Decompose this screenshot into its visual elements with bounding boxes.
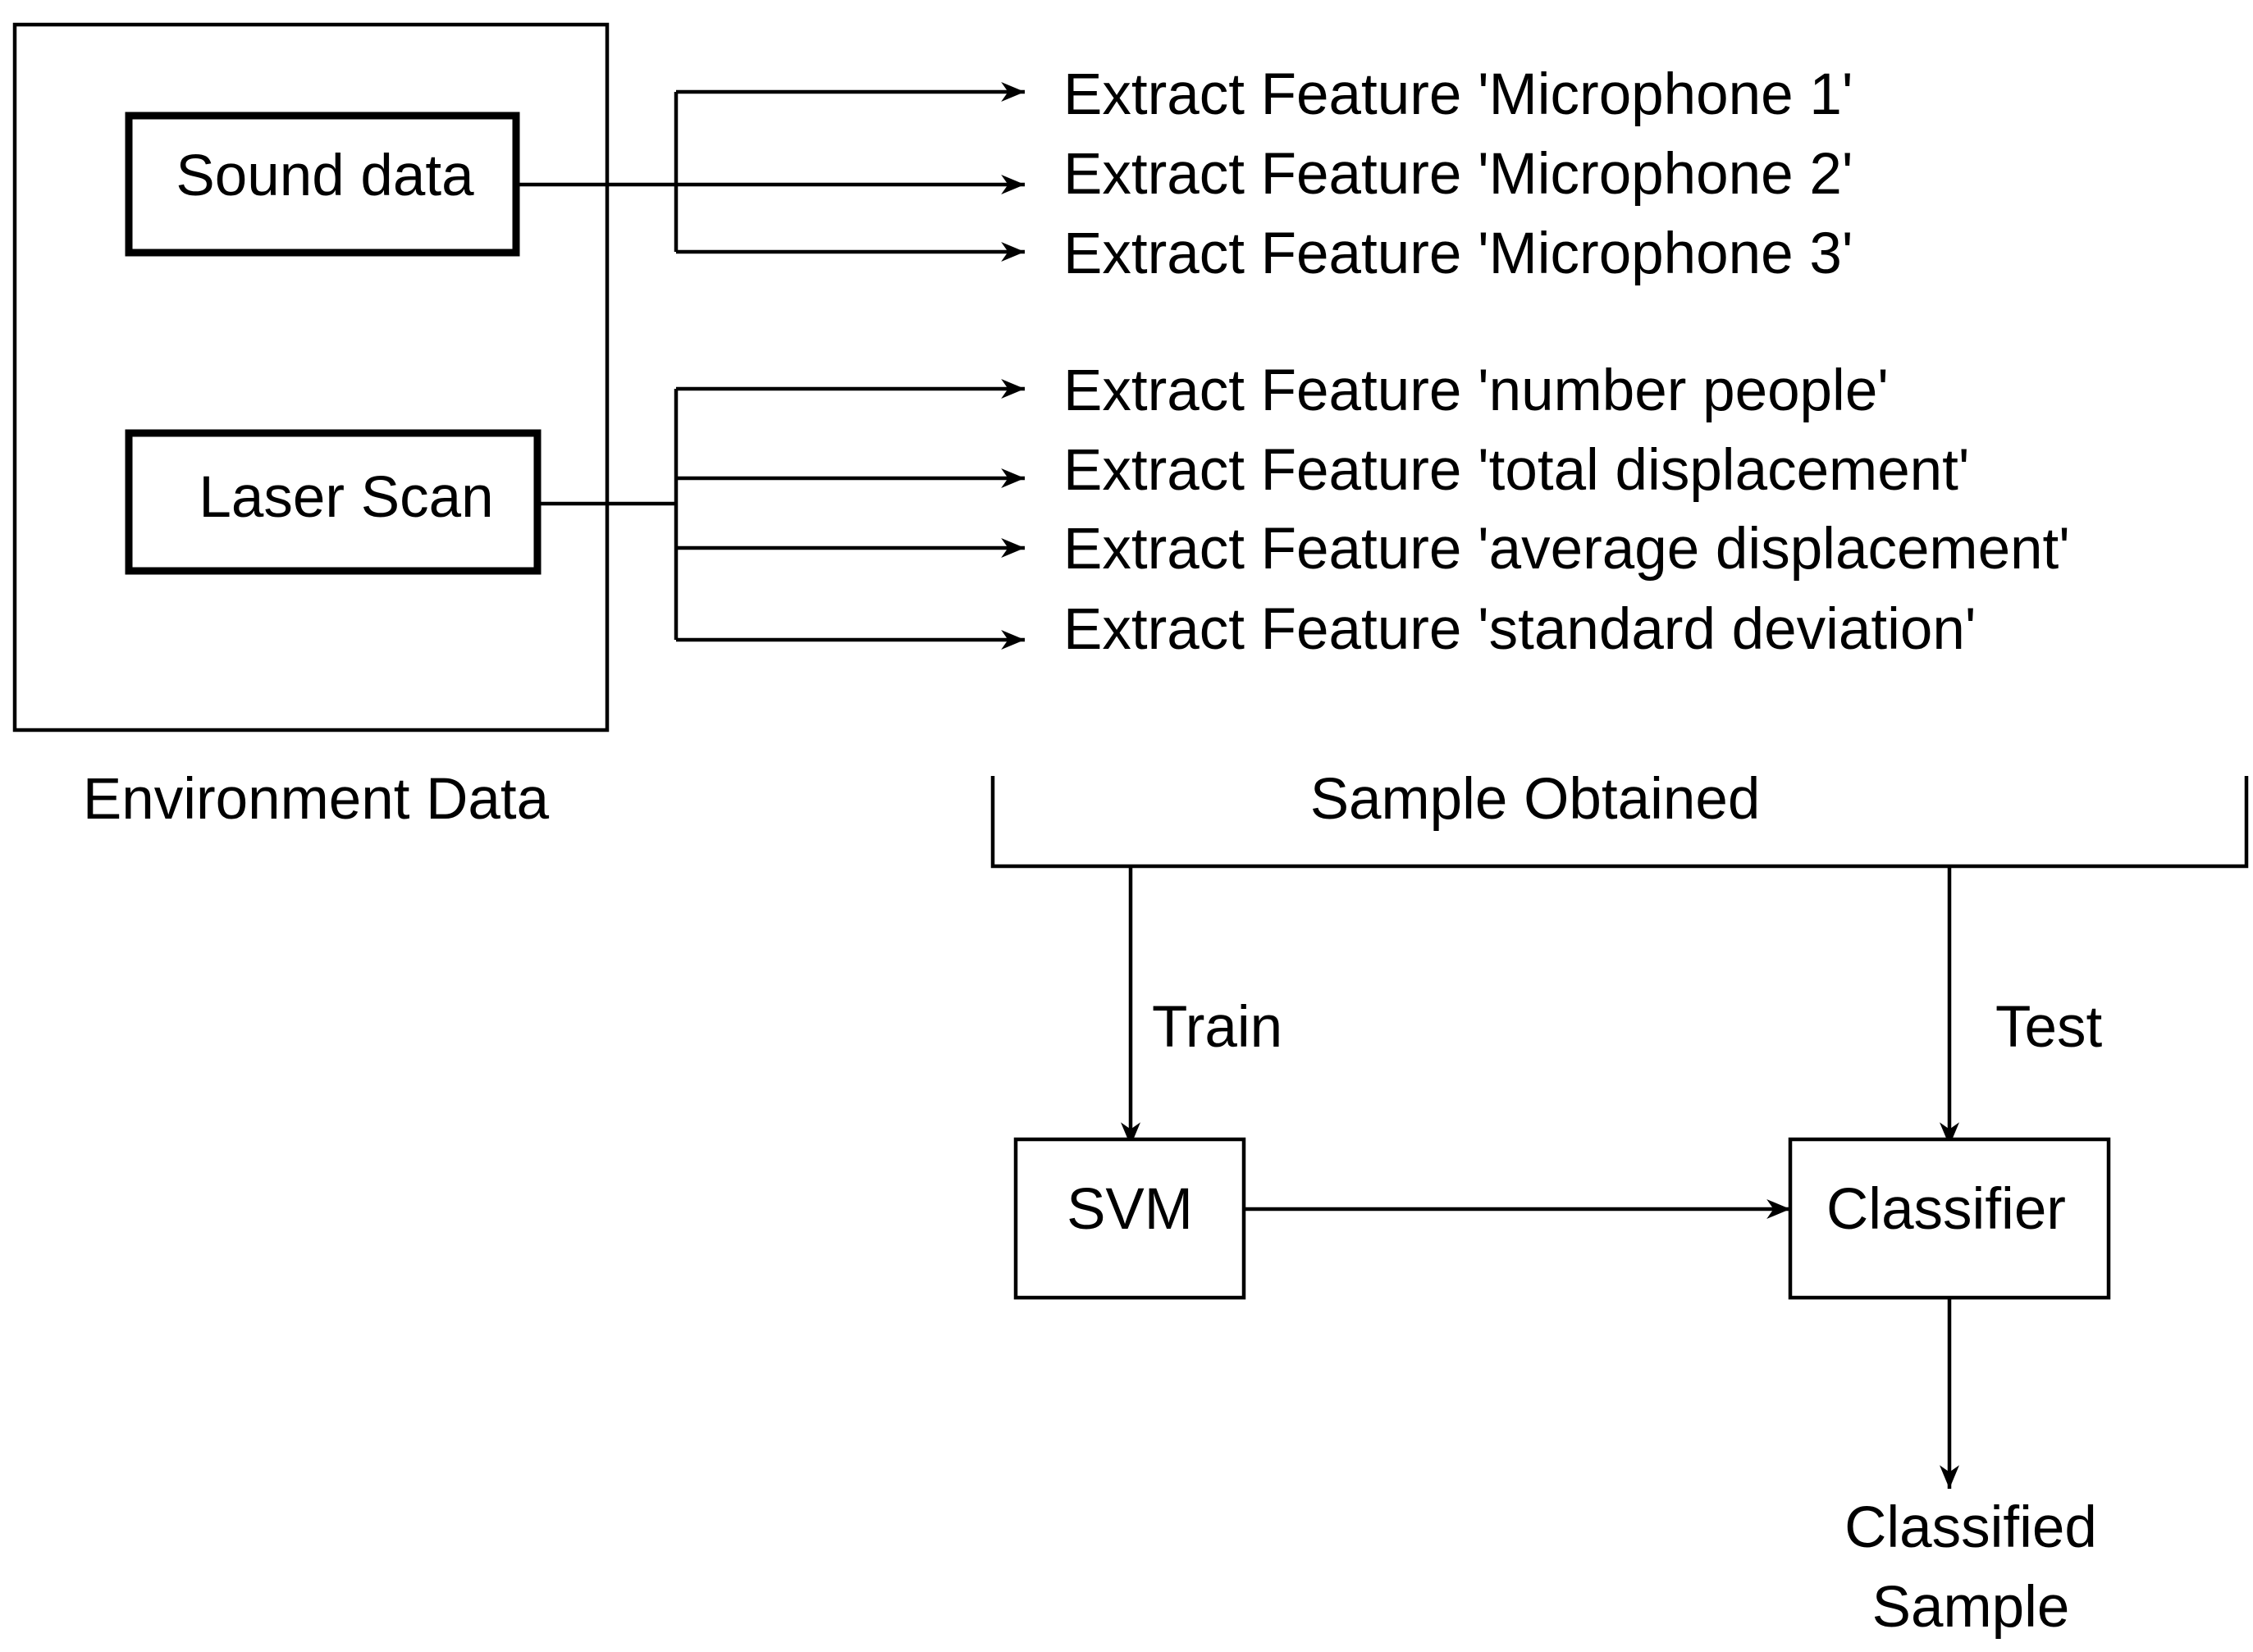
classified-sample-line1: Classified	[1844, 1495, 2097, 1560]
laser-scan-box	[125, 429, 542, 575]
feature-microphone-2: Extract Feature 'Microphone 2'	[1063, 142, 1853, 207]
test-label: Test	[1995, 995, 2102, 1060]
feature-total-displacement: Extract Feature 'total displacement'	[1063, 438, 1969, 503]
sample-obtained-bracket	[990, 776, 2249, 869]
laser-scan-label: Laser Scan	[199, 465, 493, 530]
sample-obtained-label: Sample Obtained	[1310, 767, 1761, 832]
classifier-label: Classifier	[1826, 1177, 2066, 1242]
svm-box	[1013, 1137, 1246, 1300]
feature-microphone-3: Extract Feature 'Microphone 3'	[1063, 221, 1853, 286]
feature-labels: Extract Feature 'Microphone 1' Extract F…	[1063, 62, 2070, 662]
svm-label: SVM	[1067, 1177, 1193, 1242]
train-label: Train	[1152, 995, 1282, 1060]
feature-average-displacement: Extract Feature 'average displacement'	[1063, 517, 2070, 582]
laser-feature-connectors	[537, 379, 1025, 650]
environment-data-caption: Environment Data	[83, 767, 550, 832]
feature-number-people: Extract Feature 'number people'	[1063, 358, 1889, 423]
sound-data-label: Sound data	[176, 144, 474, 208]
feature-standard-deviation: Extract Feature 'standard deviation'	[1063, 597, 1976, 662]
feature-microphone-1: Extract Feature 'Microphone 1'	[1063, 62, 1853, 127]
sound-data-box	[125, 112, 520, 257]
sound-feature-connectors	[516, 82, 1025, 262]
classified-sample-line2: Sample	[1872, 1575, 2070, 1640]
